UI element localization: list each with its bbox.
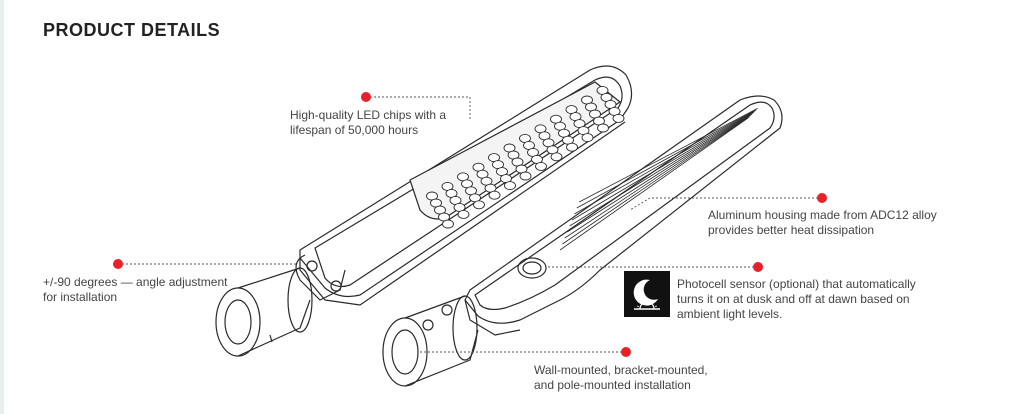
cooling-fin xyxy=(576,109,757,209)
led-chip xyxy=(550,152,563,162)
led-chip xyxy=(597,123,609,133)
feature-mount: Wall-mounted, bracket-mounted, and pole-… xyxy=(534,363,708,393)
callout-dot-housing[interactable] xyxy=(817,193,827,203)
feature-led-line-1: High-quality LED chips with a xyxy=(290,108,447,122)
feature-mount-line-2: and pole-mounted installation xyxy=(534,378,691,392)
led-chip xyxy=(566,142,578,152)
left-edge-strip xyxy=(0,0,4,414)
cooling-fin xyxy=(564,115,751,239)
callout-markers xyxy=(113,92,827,357)
left-lamp-drawing xyxy=(215,65,633,357)
moon-sunset-icon xyxy=(624,271,670,317)
feature-led-line-2: lifespan of 50,000 hours xyxy=(290,123,419,137)
right-lamp-drawing xyxy=(382,95,783,387)
feature-photocell-line-2: turns it on at dusk and off at dawn base… xyxy=(677,292,910,306)
cooling-fin xyxy=(579,108,758,203)
feature-angle-line-2: for installation xyxy=(43,290,118,304)
callout-dot-mount[interactable] xyxy=(621,347,631,357)
feature-housing: Aluminum housing made from ADC12 alloy p… xyxy=(708,208,937,238)
feature-mount-line-1: Wall-mounted, bracket-mounted, xyxy=(534,363,708,377)
feature-housing-line-2: provides better heat dissipation xyxy=(708,223,875,237)
led-chip xyxy=(457,209,470,219)
led-chip xyxy=(473,200,485,210)
feature-angle: +/-90 degrees — angle adjustment for ins… xyxy=(43,275,227,305)
page-title: PRODUCT DETAILS xyxy=(43,20,221,40)
led-chip xyxy=(581,133,594,143)
led-chip xyxy=(612,113,625,123)
led-chip xyxy=(535,161,547,171)
cooling-fin xyxy=(569,112,754,227)
callout-dot-led[interactable] xyxy=(361,92,371,102)
led-chip xyxy=(442,219,454,229)
callout-dot-photocell[interactable] xyxy=(753,262,763,272)
cooling-fin xyxy=(571,111,755,221)
feature-housing-line-1: Aluminum housing made from ADC12 alloy xyxy=(708,208,937,222)
feature-angle-line-1: +/-90 degrees — angle adjustment xyxy=(43,275,228,289)
cooling-fin xyxy=(559,117,749,251)
callout-dot-angle[interactable] xyxy=(113,259,123,269)
led-chip xyxy=(519,171,532,181)
cooling-fin xyxy=(562,116,750,245)
feature-photocell-line-3: ambient light levels. xyxy=(677,307,783,321)
feature-led-chips: High-quality LED chips with a lifespan o… xyxy=(290,108,446,138)
led-chip xyxy=(504,181,516,191)
cooling-fin xyxy=(566,114,752,233)
feature-photocell: Photocell sensor (optional) that automat… xyxy=(677,277,916,322)
feature-photocell-line-1: Photocell sensor (optional) that automat… xyxy=(677,277,916,291)
cooling-fin xyxy=(574,110,756,215)
led-chip xyxy=(488,190,501,200)
